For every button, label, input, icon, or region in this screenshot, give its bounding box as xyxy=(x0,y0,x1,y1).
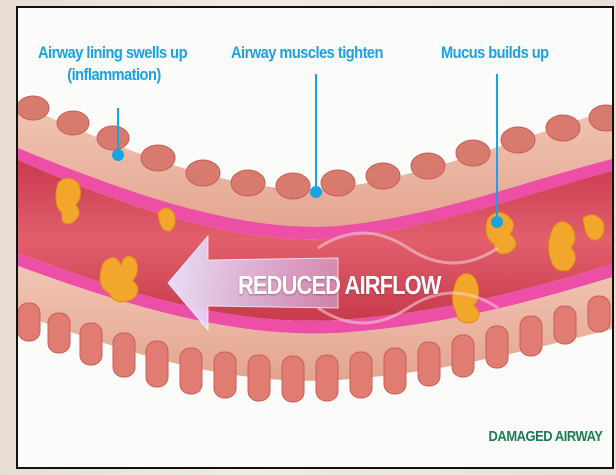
label-mucus: Mucus builds up xyxy=(441,42,549,64)
label-damaged-airway: DAMAGED AIRWAY xyxy=(488,428,602,445)
label-airway-muscles: Airway muscles tighten xyxy=(231,42,383,64)
callout-dot-mucus xyxy=(491,216,503,228)
mucus-blob xyxy=(548,221,575,270)
label-airway-lining: Airway lining swells up (inflammation) xyxy=(38,42,187,86)
airway-diagram-panel: Airway lining swells up (inflammation) A… xyxy=(16,6,614,469)
callout-dot-muscles xyxy=(310,186,322,198)
label-airway-lining-line2: (inflammation) xyxy=(38,64,187,86)
callout-dot-lining xyxy=(112,149,124,161)
callout-line-mucus xyxy=(496,74,498,219)
callout-line-muscles xyxy=(315,74,317,189)
callout-line-lining xyxy=(117,108,119,153)
label-airway-lining-line1: Airway lining swells up xyxy=(38,42,187,64)
label-reduced-airflow: REDUCED AIRFLOW xyxy=(238,270,441,301)
